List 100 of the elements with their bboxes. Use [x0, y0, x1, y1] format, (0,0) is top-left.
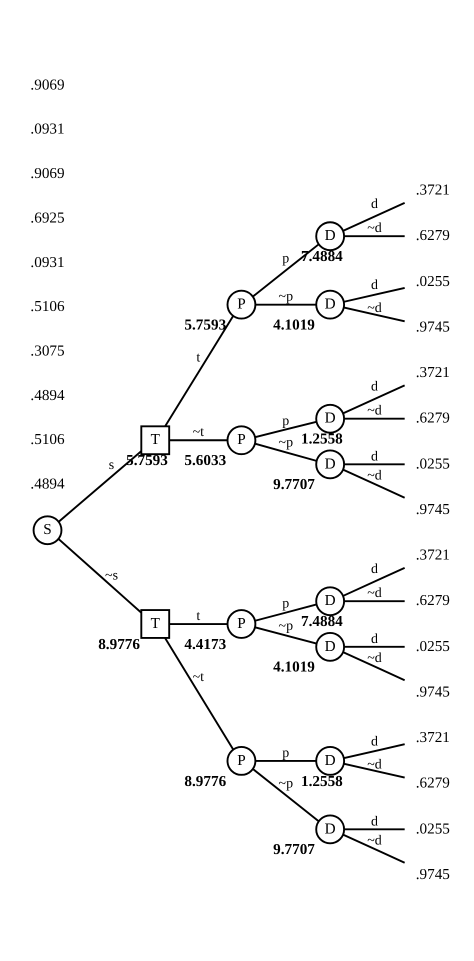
connector [254, 442, 317, 462]
edge-label: ~p [278, 290, 294, 305]
edge-label: p [282, 252, 290, 267]
node-label: 4.1019 [273, 316, 315, 334]
edge-label: ~d [367, 404, 382, 419]
edge-label: ~p [278, 435, 294, 450]
connector [254, 421, 316, 438]
edge-label: p [282, 746, 290, 761]
connector [58, 538, 142, 614]
edge-label: t [196, 608, 200, 624]
node-circle: D [315, 586, 346, 616]
edge-label: ~d [367, 468, 382, 484]
node-label: 8.9776 [98, 636, 140, 653]
label: .4894 [30, 386, 65, 404]
node-circle: D [315, 221, 346, 252]
connector [254, 626, 317, 645]
node-label: 5.6033 [184, 452, 226, 470]
label: .6925 [30, 209, 65, 226]
node-text: .3721 [416, 182, 450, 199]
connector [344, 762, 405, 779]
node-text: .6279 [416, 774, 450, 792]
node-text: .9745 [416, 866, 450, 883]
edge-label: d [371, 197, 378, 212]
node-circle: D [315, 449, 346, 480]
edge-label: ~d [367, 221, 382, 236]
connector [255, 760, 316, 762]
edge-label: ~d [367, 586, 382, 602]
node-text: .6279 [416, 227, 450, 244]
label: .3075 [30, 342, 65, 360]
edge-label: d [371, 814, 378, 830]
edge-label: ~d [367, 650, 382, 666]
node-label: 9.7707 [273, 841, 315, 858]
connector [252, 244, 320, 298]
connector [164, 316, 234, 427]
edge-label: d [371, 734, 378, 750]
node-text: .3721 [416, 546, 450, 564]
edge-label: d [371, 632, 378, 647]
node-circle: P [226, 290, 256, 320]
connector [254, 604, 317, 622]
connector [344, 463, 405, 466]
node-label: 4.4173 [184, 636, 226, 653]
connector [342, 202, 406, 232]
edge-label: ~t [192, 425, 204, 440]
connector [344, 306, 405, 322]
node-label: 8.9776 [184, 772, 226, 790]
connector [342, 834, 406, 864]
label: .5106 [30, 298, 65, 316]
label: .4894 [30, 476, 65, 493]
connector [342, 651, 406, 682]
connector [342, 567, 406, 597]
node-text: .0255 [416, 455, 450, 472]
edge-label: ~d [367, 833, 382, 848]
label: .5106 [30, 431, 65, 448]
edge-label: d [371, 449, 378, 464]
node-text: .6279 [416, 592, 450, 610]
connector [344, 828, 405, 830]
connector [344, 235, 405, 238]
node-circle: D [315, 404, 346, 434]
node-text: .9745 [416, 683, 450, 700]
edge-label: ~s [105, 568, 118, 584]
node-text: .6279 [416, 410, 450, 427]
connector [255, 304, 316, 306]
connector [169, 623, 228, 625]
edge-label: d [371, 380, 378, 395]
node-text: .3721 [416, 729, 450, 746]
connector [344, 287, 405, 303]
edge-label: ~d [367, 300, 382, 316]
label: .9069 [30, 165, 65, 182]
node-text: .9745 [416, 318, 450, 336]
node-label: 9.7707 [273, 476, 315, 494]
label: .0931 [30, 254, 65, 271]
node-circle: S [32, 515, 62, 546]
edge-label: t [196, 350, 200, 366]
node-text: .9745 [416, 500, 450, 518]
node-label: 5.7593 [184, 316, 226, 334]
node-circle: D [315, 290, 346, 320]
node-circle: D [315, 814, 346, 844]
label: .9069 [30, 76, 65, 94]
connector [169, 439, 228, 442]
edge-label: p [282, 414, 290, 429]
label: .0931 [30, 120, 65, 138]
edge-label: ~d [367, 757, 382, 772]
connector [58, 450, 142, 522]
node-circle: D [315, 746, 346, 776]
connector [344, 646, 405, 648]
edge-label: p [282, 596, 290, 612]
connector [344, 600, 405, 602]
node-text: .0255 [416, 820, 450, 838]
connector [344, 743, 405, 759]
edge-label: ~t [192, 670, 204, 685]
node-box: T [140, 425, 170, 456]
edge-label: d [371, 278, 378, 294]
edge-label: s [108, 458, 114, 474]
node-circle: P [226, 425, 256, 456]
edge-label: ~p [278, 776, 294, 792]
node-text: .0255 [416, 272, 450, 290]
connector [344, 418, 405, 420]
node-label: 4.1019 [273, 658, 315, 676]
connector [342, 468, 406, 499]
node-circle: D [315, 632, 346, 662]
